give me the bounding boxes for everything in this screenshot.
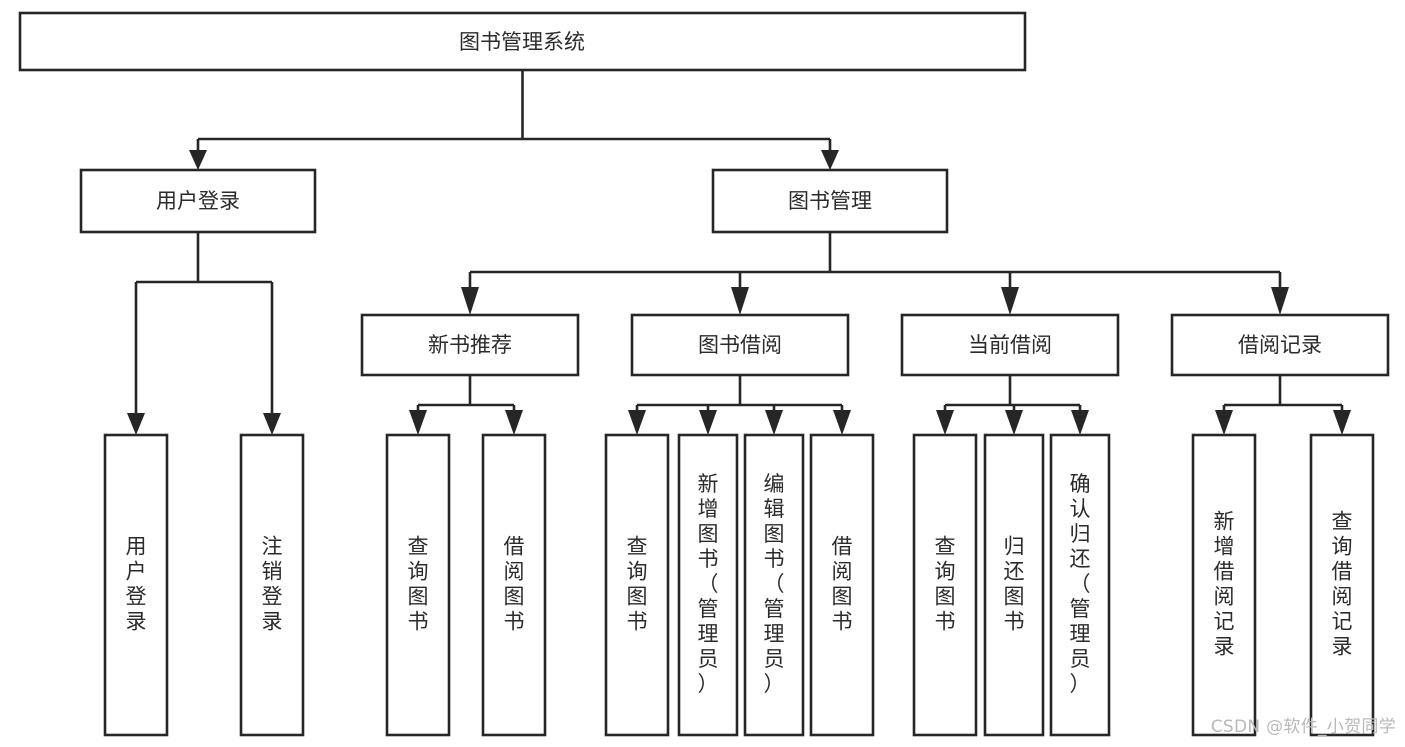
connector-layer xyxy=(127,70,1351,435)
arrow-icon-leaf-add-book xyxy=(699,410,717,435)
arrow-icon-leaf-borrow-book-1 xyxy=(505,410,523,435)
csdn-watermark: CSDN @软件_小贺同学 xyxy=(1211,717,1396,737)
arrow-icon-leaf-borrow-book-2 xyxy=(833,410,851,435)
node-leaf-return-book-box[interactable] xyxy=(983,433,1045,737)
node-leaf-borrow-book-1-label: 借阅图书 xyxy=(504,535,525,634)
node-leaf-query-book-2-box[interactable] xyxy=(604,433,670,737)
node-leaf-add-record-box[interactable] xyxy=(1191,433,1257,737)
arrow-icon-new-book-recommend xyxy=(461,287,479,315)
node-leaf-borrow-book-2[interactable]: 借阅图书 xyxy=(809,433,875,737)
node-leaf-user-login[interactable]: 用户登录 xyxy=(103,433,169,737)
node-leaf-borrow-book-2-box[interactable] xyxy=(809,433,875,737)
node-borrow-record-label: 借阅记录 xyxy=(1238,333,1322,357)
node-user-login[interactable]: 用户登录 xyxy=(79,168,317,234)
node-leaf-query-book-1[interactable]: 查询图书 xyxy=(385,433,451,737)
arrow-icon-to-user-login xyxy=(189,150,207,170)
arrow-icon-leaf-logout-login xyxy=(263,413,281,435)
node-leaf-query-book-3[interactable]: 查询图书 xyxy=(912,433,978,737)
node-leaf-edit-book[interactable]: 编辑图书（管理员） xyxy=(743,433,805,737)
arrow-icon-leaf-query-record xyxy=(1333,410,1351,435)
arrow-icon-current-borrow xyxy=(1001,287,1019,315)
node-leaf-add-book[interactable]: 新增图书（管理员） xyxy=(677,433,739,737)
node-leaf-query-book-2[interactable]: 查询图书 xyxy=(604,433,670,737)
arrow-icon-borrow-record xyxy=(1271,287,1289,315)
node-leaf-confirm-return-box[interactable] xyxy=(1049,433,1111,737)
node-leaf-add-record-label: 新增借阅记录 xyxy=(1214,510,1235,659)
node-current-borrow-box[interactable] xyxy=(900,313,1120,377)
node-user-login-box[interactable] xyxy=(79,168,317,234)
node-book-manage[interactable]: 图书管理 xyxy=(711,168,949,234)
node-leaf-user-login-box[interactable] xyxy=(103,433,169,737)
node-leaf-logout-login-label: 注销登录 xyxy=(262,535,283,634)
arrow-icon-leaf-query-book-3 xyxy=(936,410,954,435)
node-leaf-logout-login-box[interactable] xyxy=(239,433,305,737)
node-root-label: 图书管理系统 xyxy=(459,30,585,54)
node-new-book-recommend-label: 新书推荐 xyxy=(428,333,512,357)
node-leaf-query-book-3-box[interactable] xyxy=(912,433,978,737)
node-new-book-recommend-box[interactable] xyxy=(360,313,580,377)
node-leaf-query-record[interactable]: 查询借阅记录 xyxy=(1309,433,1375,737)
arrow-icon-leaf-edit-book xyxy=(765,410,783,435)
arrow-icon-book-borrow xyxy=(731,287,749,315)
arrow-icon-leaf-query-book-2 xyxy=(628,410,646,435)
node-leaf-confirm-return[interactable]: 确认归还（管理员） xyxy=(1049,433,1111,737)
node-leaf-borrow-book-1-box[interactable] xyxy=(481,433,547,737)
node-leaf-query-book-3-label: 查询图书 xyxy=(935,535,956,634)
node-book-manage-box[interactable] xyxy=(711,168,949,234)
node-leaf-user-login-label: 用户登录 xyxy=(126,535,147,634)
node-leaf-query-record-box[interactable] xyxy=(1309,433,1375,737)
node-leaf-edit-book-label: 编辑图书（管理员） xyxy=(764,472,785,696)
arrow-icon-leaf-return-book xyxy=(1005,410,1023,435)
node-borrow-record-box[interactable] xyxy=(1170,313,1390,377)
arrow-icon-leaf-query-book-1 xyxy=(409,410,427,435)
node-book-borrow-label: 图书借阅 xyxy=(698,333,782,357)
node-leaf-borrow-book-1[interactable]: 借阅图书 xyxy=(481,433,547,737)
node-user-login-label: 用户登录 xyxy=(156,189,240,213)
node-leaf-query-book-1-label: 查询图书 xyxy=(408,535,429,634)
node-leaf-return-book-label: 归还图书 xyxy=(1004,535,1025,634)
node-book-borrow[interactable]: 图书借阅 xyxy=(630,313,850,377)
node-leaf-add-book-label: 新增图书（管理员） xyxy=(698,472,719,696)
node-leaf-borrow-book-2-label: 借阅图书 xyxy=(832,535,853,634)
node-root-box[interactable] xyxy=(18,11,1027,72)
node-leaf-confirm-return-label: 确认归还（管理员） xyxy=(1070,472,1091,696)
node-leaf-add-record[interactable]: 新增借阅记录 xyxy=(1191,433,1257,737)
node-book-manage-label: 图书管理 xyxy=(788,189,872,213)
arrow-icon-leaf-confirm-return xyxy=(1071,410,1089,435)
node-current-borrow-label: 当前借阅 xyxy=(968,333,1052,357)
node-leaf-query-record-label: 查询借阅记录 xyxy=(1332,510,1353,659)
node-leaf-query-book-2-label: 查询图书 xyxy=(627,535,648,634)
node-current-borrow[interactable]: 当前借阅 xyxy=(900,313,1120,377)
node-leaf-query-book-1-box[interactable] xyxy=(385,433,451,737)
arrow-icon-leaf-user-login xyxy=(127,413,145,435)
node-borrow-record[interactable]: 借阅记录 xyxy=(1170,313,1390,377)
arrow-icon-leaf-add-record xyxy=(1215,410,1233,435)
node-leaf-return-book[interactable]: 归还图书 xyxy=(983,433,1045,737)
node-root[interactable]: 图书管理系统 xyxy=(18,11,1027,72)
node-leaf-logout-login[interactable]: 注销登录 xyxy=(239,433,305,737)
node-leaf-edit-book-box[interactable] xyxy=(743,433,805,737)
node-leaf-add-book-box[interactable] xyxy=(677,433,739,737)
node-book-borrow-box[interactable] xyxy=(630,313,850,377)
node-new-book-recommend[interactable]: 新书推荐 xyxy=(360,313,580,377)
arrow-icon-to-book-manage xyxy=(821,150,839,170)
